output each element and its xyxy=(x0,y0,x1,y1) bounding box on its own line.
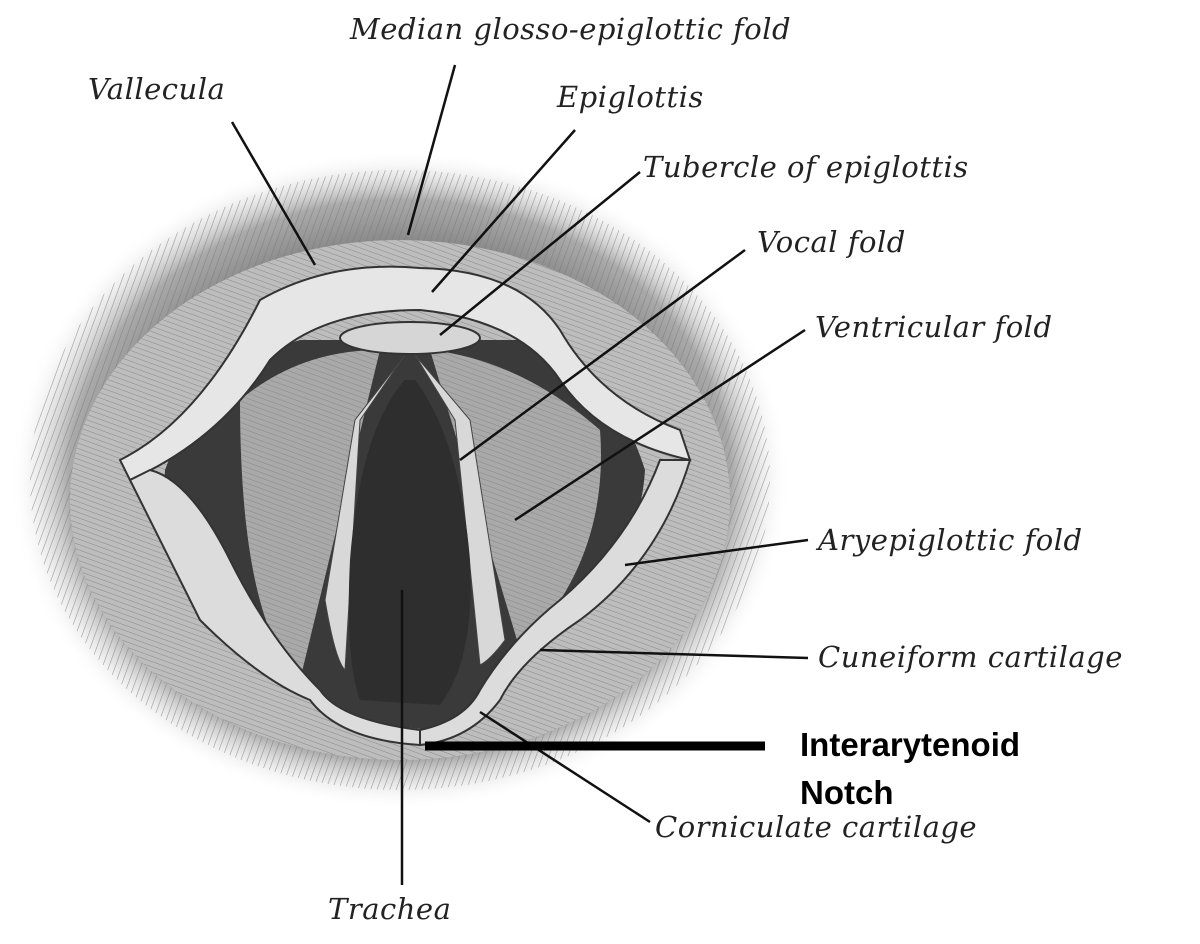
label-corniculate-cartilage: Corniculate cartilage xyxy=(655,810,978,844)
epiglottis-rim xyxy=(118,265,692,482)
label-median-glosso-epiglottic-fold: Median glosso-epiglottic fold xyxy=(350,12,792,46)
vocal-fold-left xyxy=(324,354,406,672)
leader-lines xyxy=(230,64,809,885)
label-vocal-fold: Vocal fold xyxy=(757,225,906,259)
label-epiglottis: Epiglottis xyxy=(557,80,704,114)
tubercle xyxy=(339,321,481,355)
vocal-fold-right xyxy=(414,354,506,666)
label-trachea: Trachea xyxy=(328,892,452,926)
aryepiglottic-fold-right xyxy=(419,459,692,747)
glottis xyxy=(348,380,471,705)
annotation-notch: Notch xyxy=(800,774,894,811)
label-ventricular-fold: Ventricular fold xyxy=(815,310,1053,344)
label-cuneiform-cartilage: Cuneiform cartilage xyxy=(818,640,1123,674)
annotation-interarytenoid: Interarytenoid xyxy=(800,726,1021,763)
label-aryepiglottic-fold: Aryepiglottic fold xyxy=(818,523,1083,557)
label-tubercle-of-epiglottis: Tubercle of epiglottis xyxy=(643,150,969,184)
label-vallecula: Vallecula xyxy=(88,72,226,106)
